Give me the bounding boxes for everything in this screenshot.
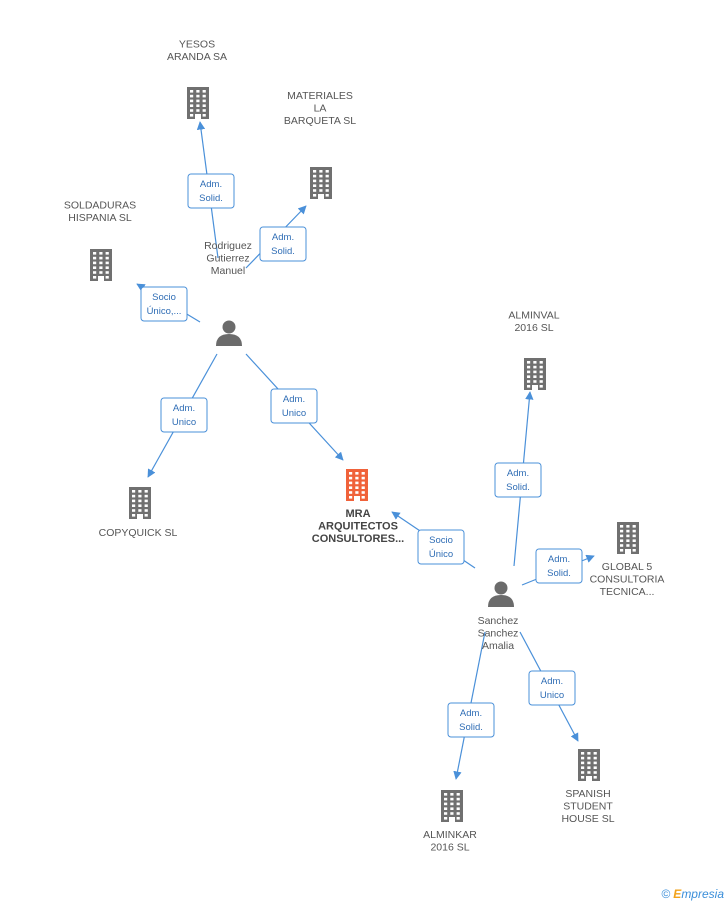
node-label-line: ARQUITECTOS — [318, 521, 398, 533]
relation-label-line: Solid. — [547, 568, 571, 579]
node-label-line: MRA — [345, 508, 370, 520]
relation-label-line: Unico — [172, 417, 196, 428]
relation-label-box[interactable] — [528, 670, 576, 706]
node-label-line: SOLDADURAS — [64, 200, 136, 212]
relation-label-line: Solid. — [506, 482, 530, 493]
node-label-line: Sanchez — [478, 628, 519, 640]
edges-layer: Adm.Solid.Adm.Solid.SocioÚnico,...Adm.Un… — [136, 121, 595, 780]
node-label-line: MATERIALES — [287, 90, 353, 102]
node-label-line: Gutierrez — [206, 253, 249, 265]
relation-label-box[interactable] — [270, 388, 318, 424]
node-label-line: ALMINVAL — [508, 310, 559, 322]
relation-label-box[interactable] — [187, 173, 235, 209]
relation-label-box[interactable] — [160, 397, 208, 433]
node-label-line: LA — [314, 103, 327, 115]
relation-label-box[interactable] — [494, 462, 542, 498]
relation-label-box[interactable] — [259, 226, 307, 262]
relation-label-line: Solid. — [271, 246, 295, 257]
node-label-line: GLOBAL 5 — [602, 561, 653, 573]
node-label-line: HOUSE SL — [561, 813, 614, 825]
node-label-line: Manuel — [211, 265, 245, 277]
relation-label-line: Socio — [152, 292, 176, 303]
brand-name: mpresia — [681, 887, 724, 901]
company-node-global5[interactable]: GLOBAL 5CONSULTORIATECNICA... — [590, 522, 665, 598]
node-label-line: BARQUETA SL — [284, 115, 356, 127]
building-icon — [310, 167, 332, 199]
node-label-line: STUDENT — [563, 801, 613, 813]
edge-sanchez-to-alminval: Adm. Solid. — [494, 391, 542, 567]
person-icon — [488, 581, 514, 607]
relation-label-line: Adm. — [548, 554, 570, 565]
building-icon — [187, 87, 209, 119]
node-label-line: ALMINKAR — [423, 829, 477, 841]
node-label-line: CONSULTORIA — [590, 574, 665, 586]
brand-initial: E — [673, 887, 682, 901]
empresia-watermark: ©Empresia — [661, 887, 724, 901]
relation-label-line: Socio — [429, 535, 453, 546]
node-label-line: 2016 SL — [514, 322, 553, 334]
company-node-mra[interactable]: MRAARQUITECTOSCONSULTORES... — [312, 469, 405, 545]
person-icon — [216, 320, 242, 346]
relation-label-box[interactable] — [535, 548, 583, 584]
relation-label-line: Adm. — [507, 468, 529, 479]
node-label-line: ARANDA SA — [167, 51, 227, 63]
node-label-line: 2016 SL — [430, 842, 469, 854]
edge-rodriguez-to-copyquick: Adm. Unico — [147, 353, 218, 478]
relation-label-line: Adm. — [460, 708, 482, 719]
node-label-line: Amalia — [482, 640, 514, 652]
node-label-line: COPYQUICK SL — [99, 527, 178, 539]
edge-sanchez-to-alminkar: Adm. Solid. — [447, 631, 495, 780]
relation-label-line: Adm. — [272, 232, 294, 243]
building-icon — [617, 522, 639, 554]
node-label-line: Sanchez — [478, 615, 519, 627]
building-icon — [129, 487, 151, 519]
company-node-copyquick[interactable]: COPYQUICK SL — [99, 487, 178, 539]
copyright-icon: © — [661, 887, 671, 901]
building-icon — [90, 249, 112, 281]
edge-sanchez-to-global5: Adm. Solid. — [521, 548, 595, 586]
relation-label-line: Único — [429, 549, 453, 560]
relation-label-line: Único,... — [147, 306, 182, 317]
building-icon — [346, 469, 368, 501]
building-icon — [524, 358, 546, 390]
relation-label-line: Solid. — [459, 722, 483, 733]
relation-label-line: Adm. — [173, 403, 195, 414]
node-label-line: YESOS — [179, 39, 215, 51]
relation-label-line: Adm. — [541, 676, 563, 687]
relation-label-line: Adm. — [200, 179, 222, 190]
building-icon — [578, 749, 600, 781]
relation-label-box[interactable] — [417, 529, 465, 565]
node-label-line: CONSULTORES... — [312, 533, 405, 545]
edge-rodriguez-to-soldaduras: SocioÚnico,... — [136, 283, 201, 323]
node-label-line: SPANISH — [565, 788, 610, 800]
edge-rodriguez-to-yesos: Adm. Solid. — [187, 121, 235, 259]
edge-rodriguez-to-mra: Adm. Unico — [245, 353, 344, 461]
relation-label-line: Unico — [282, 408, 306, 419]
relation-label-line: Unico — [540, 690, 564, 701]
relation-label-box[interactable] — [140, 286, 188, 322]
relation-label-line: Adm. — [283, 394, 305, 405]
edge-rodriguez-to-materiales: Adm. Solid. — [245, 205, 307, 269]
node-label-line: TECNICA... — [600, 586, 655, 598]
node-label-line: Rodriguez — [204, 240, 252, 252]
node-label-line: HISPANIA SL — [68, 212, 132, 224]
relation-label-line: Solid. — [199, 193, 223, 204]
relation-label-box[interactable] — [447, 702, 495, 738]
edge-sanchez-to-spanish: Adm. Unico — [519, 631, 579, 742]
building-icon — [441, 790, 463, 822]
